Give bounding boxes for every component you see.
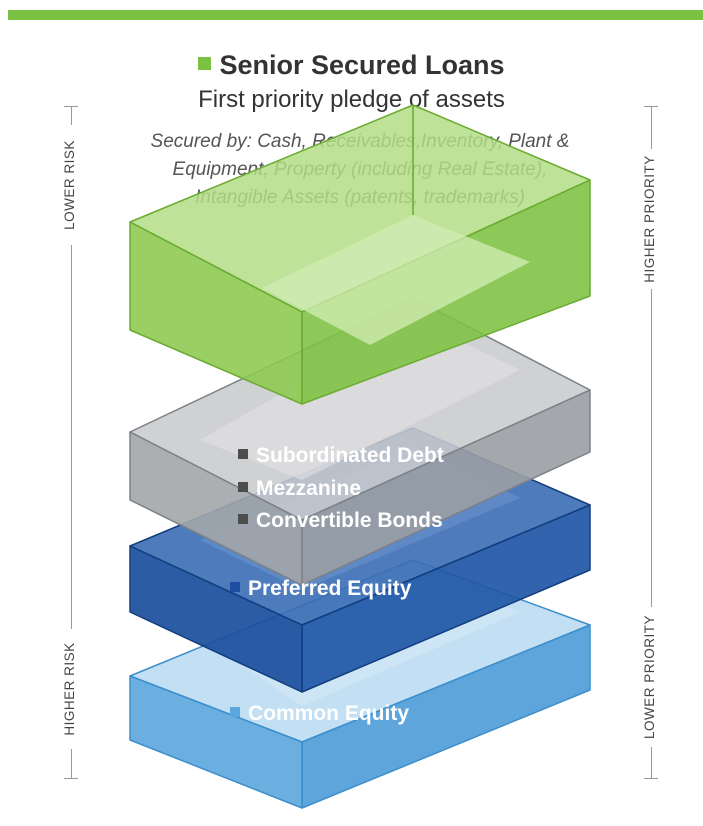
subordinated-mezzanine-block [129, 297, 591, 586]
senior-secured-loans-title: Senior Secured Loans [219, 50, 505, 80]
right-axis-line [651, 106, 652, 778]
gray-bullet-icon [238, 482, 248, 492]
senior-secured-block [129, 104, 591, 405]
higher-risk-label: HIGHER RISK [61, 629, 79, 749]
subordinated-debt-label: Subordinated Debt [238, 444, 444, 468]
gray-bullet-icon [238, 514, 248, 524]
header-title: Senior Secured Loans [0, 50, 703, 81]
common-equity-label: Common Equity [230, 702, 409, 726]
convertible-bonds-label: Convertible Bonds [238, 509, 443, 533]
right-axis-bottom-tick [644, 778, 658, 779]
preferred-equity-label: Preferred Equity [230, 577, 411, 601]
mezzanine-label: Mezzanine [238, 477, 361, 501]
lower-risk-label: LOWER RISK [61, 125, 79, 245]
light-blue-bullet-icon [230, 707, 240, 717]
header-subtitle: First priority pledge of assets [198, 86, 505, 113]
green-bullet-icon [198, 57, 212, 70]
left-axis-bottom-tick [64, 778, 78, 779]
higher-priority-label: HIGHER PRIORITY [641, 149, 659, 289]
gray-bullet-icon [238, 449, 248, 459]
left-axis-line [71, 106, 72, 778]
top-accent-bar [8, 10, 703, 20]
lower-priority-label: LOWER PRIORITY [641, 607, 659, 747]
dark-blue-bullet-icon [230, 582, 240, 592]
